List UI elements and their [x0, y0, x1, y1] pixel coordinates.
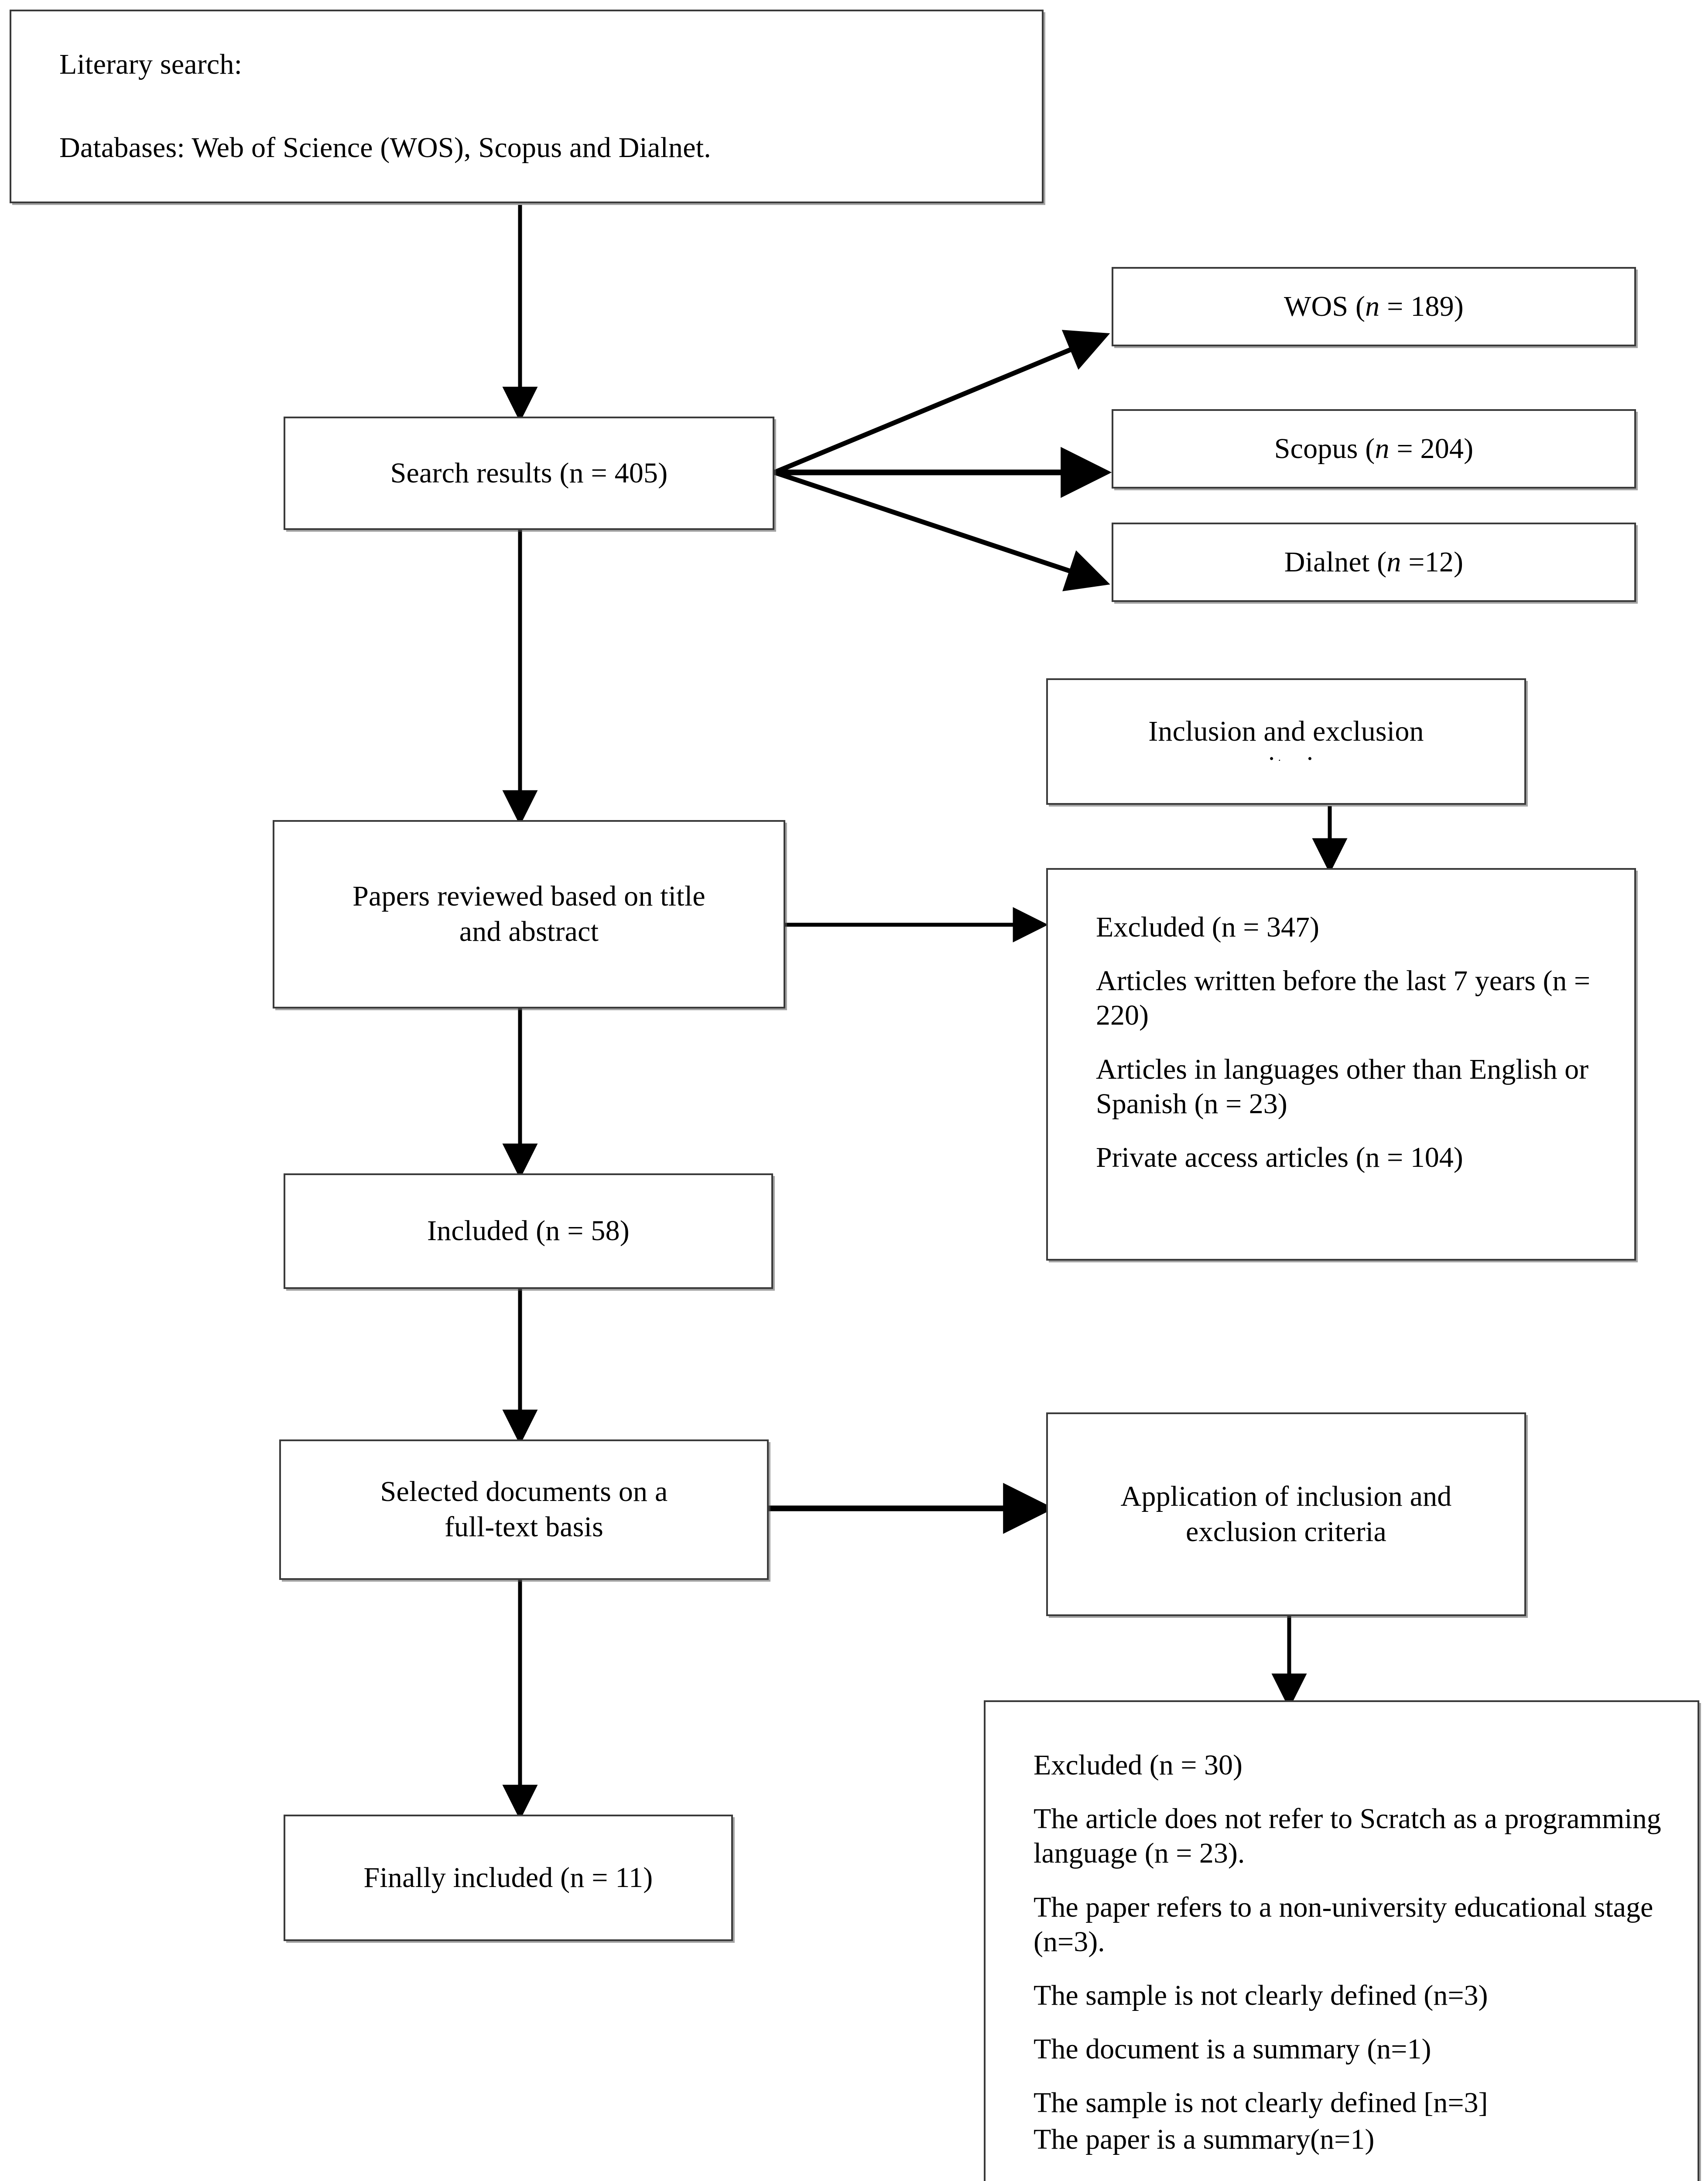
included-58-label: Included (n = 58): [427, 1215, 630, 1247]
papers-reviewed-box[interactable]: Papers reviewed based on title and abstr…: [273, 820, 785, 1008]
wos-suffix: = 189): [1379, 290, 1464, 322]
dialnet-box[interactable]: Dialnet (n =12): [1112, 523, 1636, 602]
literary-search-line-1: Literary search:: [59, 48, 243, 81]
literary-search-box[interactable]: Literary search: Databases: Web of Scien…: [10, 10, 1044, 203]
excluded-30-reason: The article does not refer to Scratch as…: [1034, 1803, 1661, 1870]
scopus-prefix: Scopus (: [1274, 432, 1375, 465]
excluded-347-box[interactable]: Excluded (n = 347) Articles written befo…: [1046, 868, 1636, 1261]
scopus-label: Scopus (n = 204): [1113, 431, 1634, 467]
inclusion-exclusion-criteria-box[interactable]: Inclusion and exclusion criteria: [1046, 678, 1526, 805]
excluded-30-box[interactable]: Excluded (n = 30) The article does not r…: [984, 1700, 1699, 2181]
included-58-box[interactable]: Included (n = 58): [284, 1173, 773, 1289]
excluded-347-reason: Private access articles (n = 104): [1096, 1141, 1463, 1173]
dialnet-prefix: Dialnet (: [1284, 546, 1387, 578]
wos-n-symbol: n: [1365, 290, 1380, 322]
inclusion-exclusion-line-2-clipped: criteria: [1048, 749, 1524, 761]
search-results-label: Search results (n = 405): [390, 457, 668, 489]
wos-label: WOS (n = 189): [1113, 289, 1634, 325]
connector-search-results-to-dialnet: [774, 470, 1110, 591]
excluded-30-reason: The document is a summary (n=1): [1034, 2033, 1431, 2065]
excluded-30-trailing-line: The paper is a summary(n=1): [1034, 2123, 1375, 2155]
finally-included-box[interactable]: Finally included (n = 11): [284, 1815, 733, 1941]
excluded-347-reason: Articles in languages other than English…: [1096, 1053, 1589, 1120]
scopus-box[interactable]: Scopus (n = 204): [1112, 409, 1636, 489]
application-criteria-line-2: exclusion criteria: [1186, 1515, 1386, 1548]
excluded-30-reason: The paper refers to a non-university edu…: [1034, 1891, 1653, 1958]
excluded-347-reason: Articles written before the last 7 years…: [1096, 965, 1591, 1032]
literary-search-line-2: Databases: Web of Science (WOS), Scopus …: [59, 132, 711, 164]
selected-documents-line-1: Selected documents on a: [380, 1476, 668, 1508]
excluded-30-trailing-line: The sample is not clearly defined [n=3]: [1034, 2087, 1488, 2119]
application-of-criteria-box[interactable]: Application of inclusion and exclusion c…: [1046, 1412, 1526, 1616]
excluded-30-reason: The sample is not clearly defined (n=3): [1034, 1979, 1488, 2011]
application-criteria-line-1: Application of inclusion and: [1120, 1480, 1452, 1512]
dialnet-n-symbol: n: [1386, 546, 1401, 578]
connector-search-results-to-wos: [773, 330, 1110, 475]
scopus-suffix: = 204): [1389, 432, 1474, 465]
papers-reviewed-line-1: Papers reviewed based on title: [353, 880, 705, 913]
inclusion-exclusion-line-1: Inclusion and exclusion: [1148, 715, 1424, 747]
selected-documents-fulltext-box[interactable]: Selected documents on a full-text basis: [279, 1439, 769, 1580]
scopus-n-symbol: n: [1375, 432, 1390, 465]
finally-included-label: Finally included (n = 11): [363, 1861, 653, 1894]
wos-box[interactable]: WOS (n = 189): [1112, 267, 1636, 346]
wos-prefix: WOS (: [1284, 290, 1366, 322]
excluded-30-heading: Excluded (n = 30): [1034, 1749, 1242, 1781]
selected-documents-line-2: full-text basis: [444, 1511, 604, 1543]
papers-reviewed-line-2: and abstract: [459, 916, 599, 947]
dialnet-label: Dialnet (n =12): [1113, 545, 1634, 580]
excluded-347-heading: Excluded (n = 347): [1096, 911, 1319, 943]
search-results-box[interactable]: Search results (n = 405): [284, 417, 774, 530]
dialnet-suffix: =12): [1401, 546, 1464, 578]
